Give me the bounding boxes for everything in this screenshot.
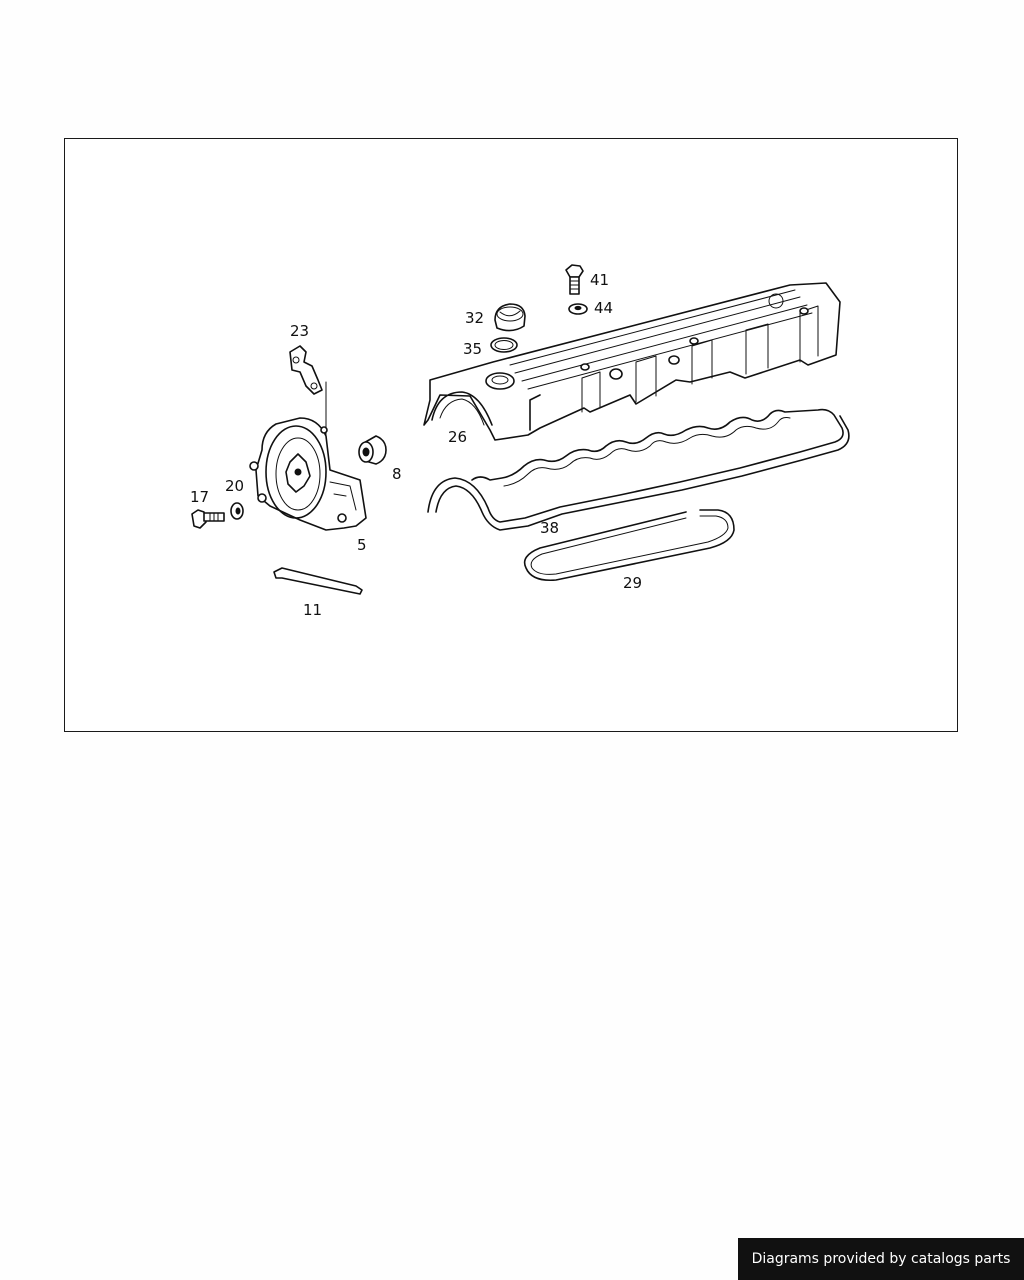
part-29-seal-strip[interactable] <box>523 509 735 582</box>
part-11-clamp-strip[interactable] <box>273 567 363 595</box>
part-41-bolt[interactable] <box>565 264 584 295</box>
part-32-filler-cap[interactable] <box>494 303 526 332</box>
part-label-41: 41 <box>590 271 609 289</box>
part-label-44: 44 <box>594 299 613 317</box>
part-26-cylinder-head-cover[interactable] <box>423 282 841 441</box>
part-label-26: 26 <box>448 428 467 446</box>
part-label-11: 11 <box>303 601 322 619</box>
part-44-washer[interactable] <box>568 303 588 315</box>
part-label-23: 23 <box>290 322 309 340</box>
part-20-washer[interactable] <box>230 502 244 520</box>
part-label-35: 35 <box>463 340 482 358</box>
part-35-seal-ring[interactable] <box>490 337 518 353</box>
part-label-32: 32 <box>465 309 484 327</box>
credit-badge: Diagrams provided by catalogs parts <box>738 1238 1024 1280</box>
part-label-29: 29 <box>623 574 642 592</box>
part-38-gasket[interactable] <box>427 408 850 531</box>
part-17-bolt[interactable] <box>191 509 225 529</box>
part-label-38: 38 <box>540 519 559 537</box>
part-label-8: 8 <box>392 465 402 483</box>
part-8-bearing[interactable] <box>358 435 387 465</box>
part-5-housing[interactable] <box>249 417 367 531</box>
part-label-17: 17 <box>190 488 209 506</box>
part-label-5: 5 <box>357 536 367 554</box>
part-label-20: 20 <box>225 477 244 495</box>
